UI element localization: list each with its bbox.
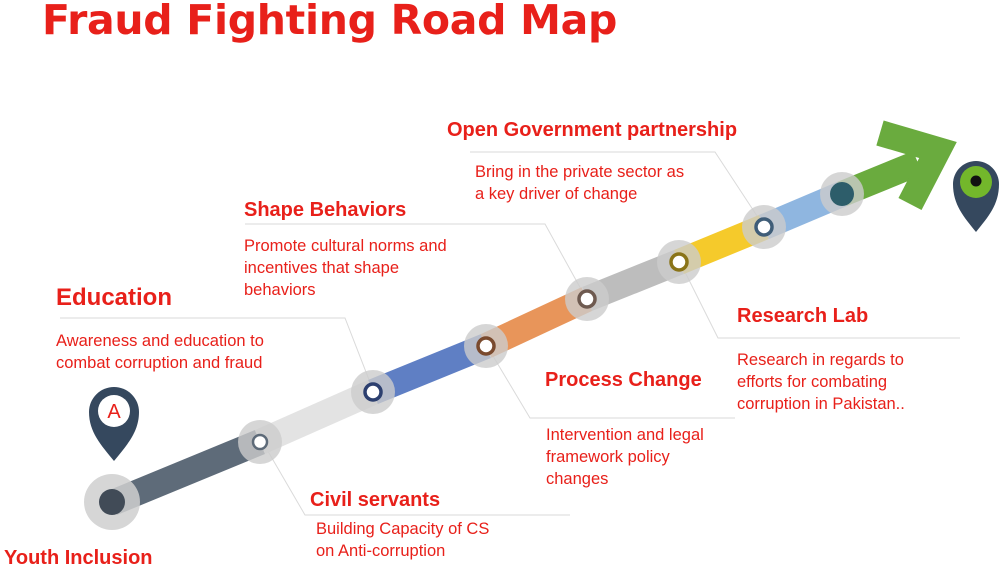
desc-line: corruption in Pakistan..: [737, 395, 905, 413]
milestone-heading-shape: Shape Behaviors: [244, 199, 407, 221]
desc-line: efforts for combating: [737, 373, 888, 391]
milestone-node-end: [820, 172, 864, 216]
desc-line: Awareness and education to: [56, 332, 264, 350]
milestone-desc-process: Intervention and legal framework policy …: [546, 424, 704, 490]
milestone-node-civil: [238, 420, 282, 464]
milestone-node-ogp: [742, 205, 786, 249]
milestone-nodes: [84, 172, 864, 530]
milestone-node-process: [464, 324, 508, 368]
leader-lines: [60, 151, 960, 516]
page-title: Fraud Fighting Road Map: [42, 0, 618, 44]
map-pin-icon: [953, 161, 999, 232]
milestone-heading-research: Research Lab: [737, 305, 869, 327]
arrow-icon: [876, 120, 957, 210]
desc-line: Bring in the private sector as: [475, 163, 685, 181]
milestone-desc-shape: Promote cultural norms and incentives th…: [244, 235, 447, 301]
leader-line-civil: [261, 440, 570, 516]
desc-line: behaviors: [244, 281, 316, 299]
desc-line: changes: [546, 470, 609, 488]
milestone-heading-process: Process Change: [545, 369, 702, 391]
desc-line: Promote cultural norms and: [244, 237, 447, 255]
desc-line: Building Capacity of CS: [316, 520, 490, 538]
milestone-desc-ogp: Bring in the private sector as a key dri…: [475, 161, 684, 205]
desc-line: framework policy: [546, 448, 670, 466]
milestone-desc-civil: Building Capacity of CS on Anti-corrupti…: [316, 518, 489, 562]
leader-line-research: [679, 261, 960, 339]
milestone-heading-education: Education: [56, 284, 173, 311]
leader-line-ogp: [470, 151, 764, 226]
milestone-heading-civil: Civil servants: [310, 489, 441, 511]
milestone-heading-youth: Youth Inclusion: [4, 547, 153, 569]
desc-line: a key driver of change: [475, 185, 638, 203]
desc-line: Intervention and legal: [546, 426, 704, 444]
milestone-desc-research: Research in regards to efforts for comba…: [737, 349, 905, 415]
leader-line-education: [60, 317, 374, 391]
desc-line: on Anti-corruption: [316, 542, 446, 560]
leader-line-shape: [245, 223, 588, 301]
milestone-node-research: [657, 240, 701, 284]
milestone-desc-education: Awareness and education to combat corrup…: [56, 330, 264, 374]
milestone-node-shape: [565, 277, 609, 321]
milestone-node-start: [84, 474, 140, 530]
start-pin-letter: A: [107, 401, 121, 423]
desc-line: combat corruption and fraud: [56, 354, 263, 372]
milestone-node-education: [351, 370, 395, 414]
leader-line-process: [486, 345, 735, 419]
milestone-heading-ogp: Open Government partnership: [447, 119, 738, 141]
desc-line: incentives that shape: [244, 259, 400, 277]
map-pin-icon: A: [89, 387, 139, 461]
desc-line: Research in regards to: [737, 351, 904, 369]
